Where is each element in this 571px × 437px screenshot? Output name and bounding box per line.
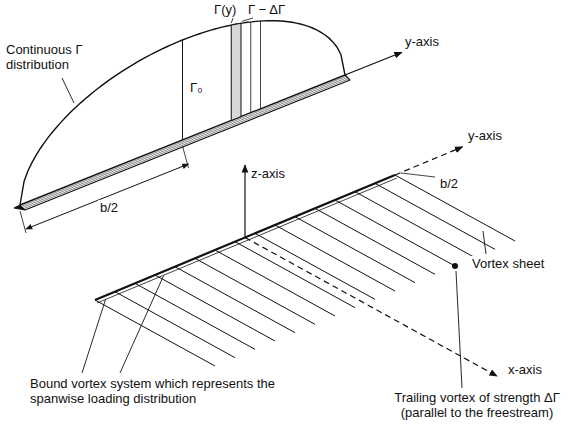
extension-line [183, 146, 189, 168]
bound-vortex-line [25, 80, 350, 210]
trailing-vortex-line [375, 183, 495, 249]
dimension-label: b/2 [440, 176, 458, 191]
sheet-label: Vortex sheet [470, 256, 546, 271]
leader-line [456, 271, 462, 388]
axis-label: y-axis [468, 128, 502, 143]
vortex-strip [231, 23, 241, 120]
trailing-vortex-line [95, 300, 215, 366]
dimension-label: b/2 [98, 200, 120, 215]
y-axis-line [395, 147, 463, 175]
strip-line [260, 21, 261, 109]
bound-vortex-line [97, 178, 397, 303]
x-axis-line [245, 238, 497, 377]
trailing-vortex-line [115, 292, 235, 358]
wing-tip [14, 205, 25, 210]
trailing-vortex-line [255, 233, 375, 299]
circulation-label: Γ₀ [188, 80, 205, 95]
dimension-line [401, 173, 435, 177]
leader-line [231, 18, 233, 23]
trailing-vortex-line [215, 250, 335, 316]
trailing-vortex-line [135, 283, 255, 349]
dimension-line [26, 164, 189, 229]
trailing-vortex-line [155, 275, 275, 341]
ribbon-line [23, 78, 348, 208]
gamma0-line [182, 40, 183, 140]
trailing-vortex-line [275, 225, 395, 291]
circulation-label: Γ(y) [214, 2, 236, 17]
trailing-vortex-line [175, 267, 295, 333]
leader-line [62, 78, 74, 103]
ribbon-line [21, 76, 346, 206]
trailing-vortex-line [355, 192, 475, 258]
bound-vortex-label: Bound vortex system which represents the… [30, 376, 305, 406]
z-axis-line [244, 165, 245, 238]
distribution-label: Continuous Γ distribution [6, 42, 102, 72]
y-axis-line [345, 52, 402, 75]
circulation-label: Γ − ΔΓ [248, 2, 285, 17]
trailing-vortex-line [295, 217, 415, 283]
extension-line [20, 211, 26, 233]
trailing-vortex-label: Trailing vortex of strength ΔΓ (parallel… [388, 390, 566, 420]
trailing-vortex-line [195, 258, 315, 324]
ribbon-line [24, 79, 349, 209]
axis-label: y-axis [405, 34, 439, 49]
trailing-vortex-line [235, 242, 355, 308]
trailing-vortex-line [315, 208, 435, 274]
axis-label: z-axis [251, 166, 285, 181]
axis-label: x-axis [506, 362, 544, 377]
leader-line [120, 276, 164, 373]
trailing-vortex-line [395, 175, 515, 241]
leader-line [82, 300, 106, 373]
trailing-vortex-line [335, 200, 455, 266]
trailing-vortex-dot [452, 263, 458, 269]
leader-line [483, 231, 486, 254]
strip-line [250, 22, 251, 113]
leader-line [242, 18, 253, 21]
